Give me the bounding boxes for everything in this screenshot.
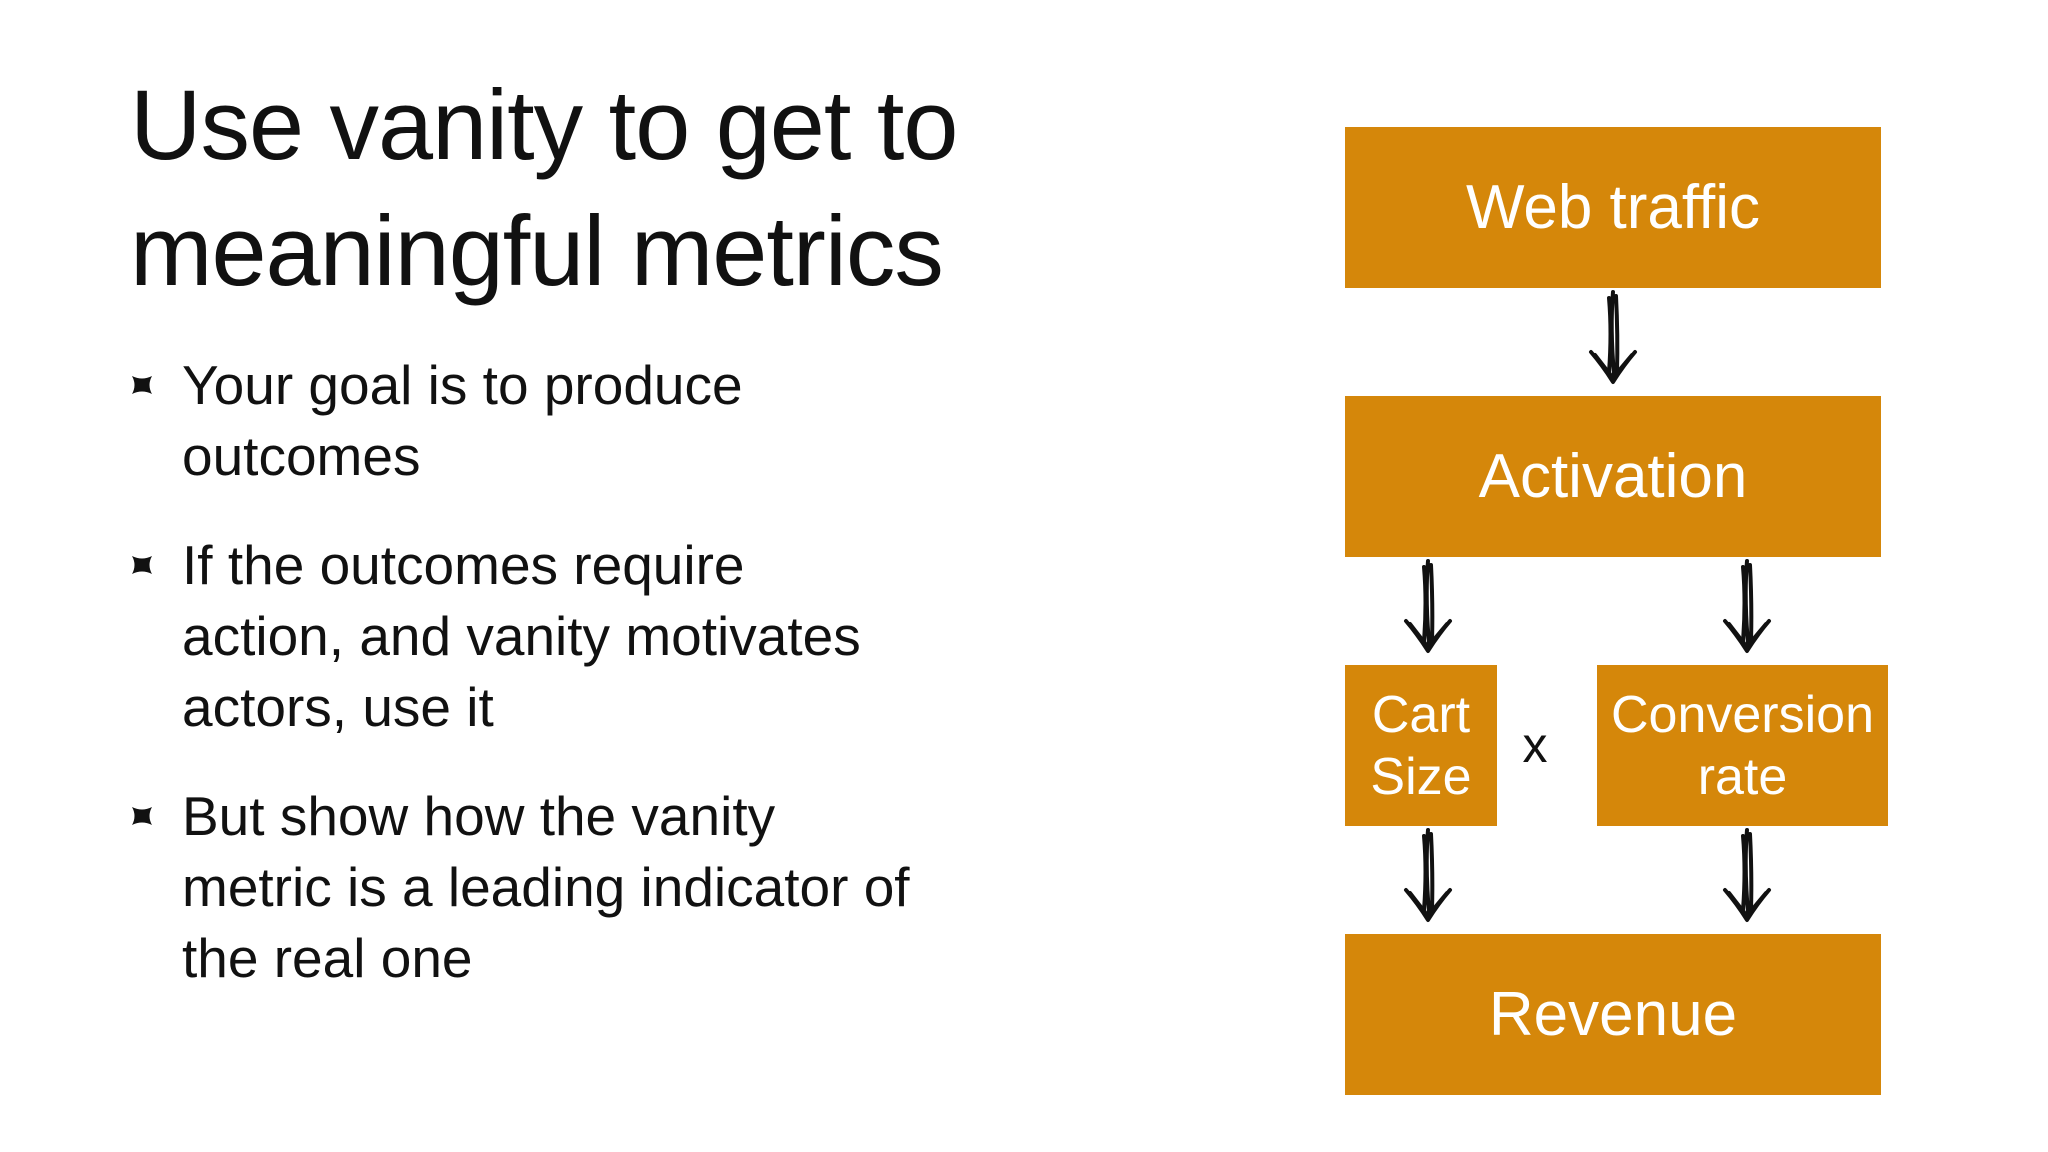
web-traffic-label: Web traffic	[1465, 172, 1761, 242]
hand-drawn-down-arrow-icon	[1404, 828, 1452, 922]
conversion-rate-box: Conversion rate	[1597, 665, 1888, 826]
hand-drawn-down-arrow-icon	[1723, 828, 1771, 922]
web-traffic-box: Web traffic	[1345, 127, 1881, 288]
title-line-1: Use vanity to get to	[130, 69, 958, 180]
bullet-line: actors, use it	[182, 676, 494, 738]
cart-size-box: Cart Size	[1345, 665, 1497, 826]
bullet-line: the real one	[182, 927, 473, 989]
cart-size-label-line: Cart	[1371, 685, 1471, 744]
hand-drawn-down-arrow-icon	[1589, 290, 1637, 384]
multiply-sign: x	[1522, 717, 1548, 773]
four-point-star-icon	[132, 556, 152, 574]
bullet-line: But show how the vanity	[182, 785, 776, 847]
four-point-star-icon	[132, 376, 152, 394]
hand-drawn-down-arrow-icon	[1404, 559, 1452, 653]
bullet-item: If the outcomes require action, and vani…	[130, 530, 970, 743]
conversion-rate-label-line: rate	[1697, 747, 1788, 806]
bullet-item: Your goal is to produce outcomes	[130, 350, 970, 492]
bullet-line: outcomes	[182, 425, 421, 487]
activation-label: Activation	[1478, 441, 1748, 511]
revenue-label: Revenue	[1488, 979, 1738, 1049]
slide-title: Use vanity to get to meaningful metrics	[130, 62, 1130, 314]
bullet-line: Your goal is to produce	[182, 354, 743, 416]
bullet-line: metric is a leading indicator of	[182, 856, 910, 918]
bullet-line: action, and vanity motivates	[182, 605, 861, 667]
activation-box: Activation	[1345, 396, 1881, 557]
conversion-rate-label-line: Conversion	[1610, 685, 1875, 744]
hand-drawn-down-arrow-icon	[1723, 559, 1771, 653]
title-line-2: meaningful metrics	[130, 195, 944, 306]
cart-size-label-line: Size	[1370, 747, 1472, 806]
bullet-line: If the outcomes require	[182, 534, 745, 596]
bullet-list: Your goal is to produce outcomes If the …	[130, 350, 970, 1032]
revenue-box: Revenue	[1345, 934, 1881, 1095]
bullet-item: But show how the vanity metric is a lead…	[130, 781, 970, 994]
four-point-star-icon	[132, 807, 152, 825]
